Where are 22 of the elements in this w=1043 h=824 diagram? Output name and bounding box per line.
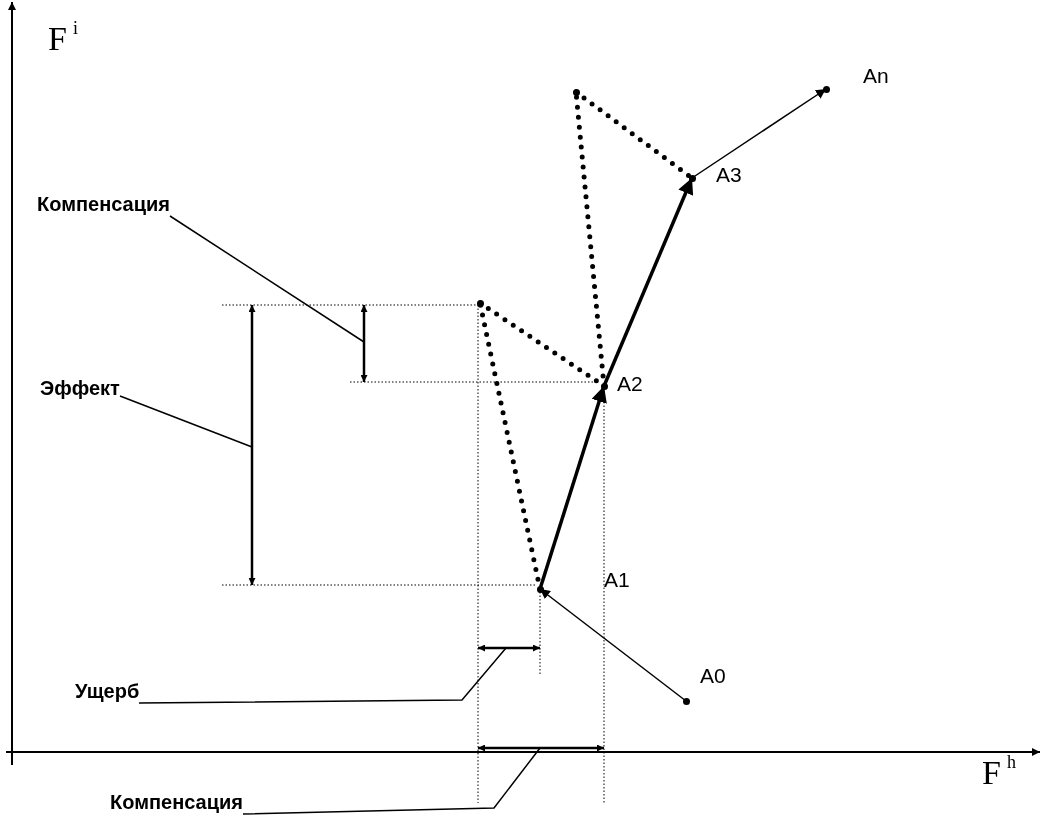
axis-label: F$^{h}$ xyxy=(982,752,1016,792)
vector-point xyxy=(682,697,690,705)
point-label: A1 xyxy=(604,568,630,592)
vector-point xyxy=(688,174,696,182)
vector-point xyxy=(476,299,484,307)
leader-line xyxy=(138,647,507,704)
leader-line xyxy=(119,395,253,448)
point-label: A2 xyxy=(617,372,643,396)
point-label: A0 xyxy=(700,664,726,688)
vector-point xyxy=(536,585,544,593)
axis-label: F$^{i}$ xyxy=(48,18,78,58)
callout-label: Компенсация xyxy=(110,790,243,814)
leader-line xyxy=(242,747,541,815)
vector-point xyxy=(572,88,580,96)
callout-label: Компенсация xyxy=(37,192,170,216)
callout-label: Ущерб xyxy=(75,679,140,703)
point-label: A3 xyxy=(716,163,742,187)
point-label: An xyxy=(863,64,889,88)
vector-point xyxy=(822,85,830,93)
leader-line xyxy=(169,215,365,343)
vector-point xyxy=(600,382,608,390)
callout-label: Эффект xyxy=(40,376,120,400)
